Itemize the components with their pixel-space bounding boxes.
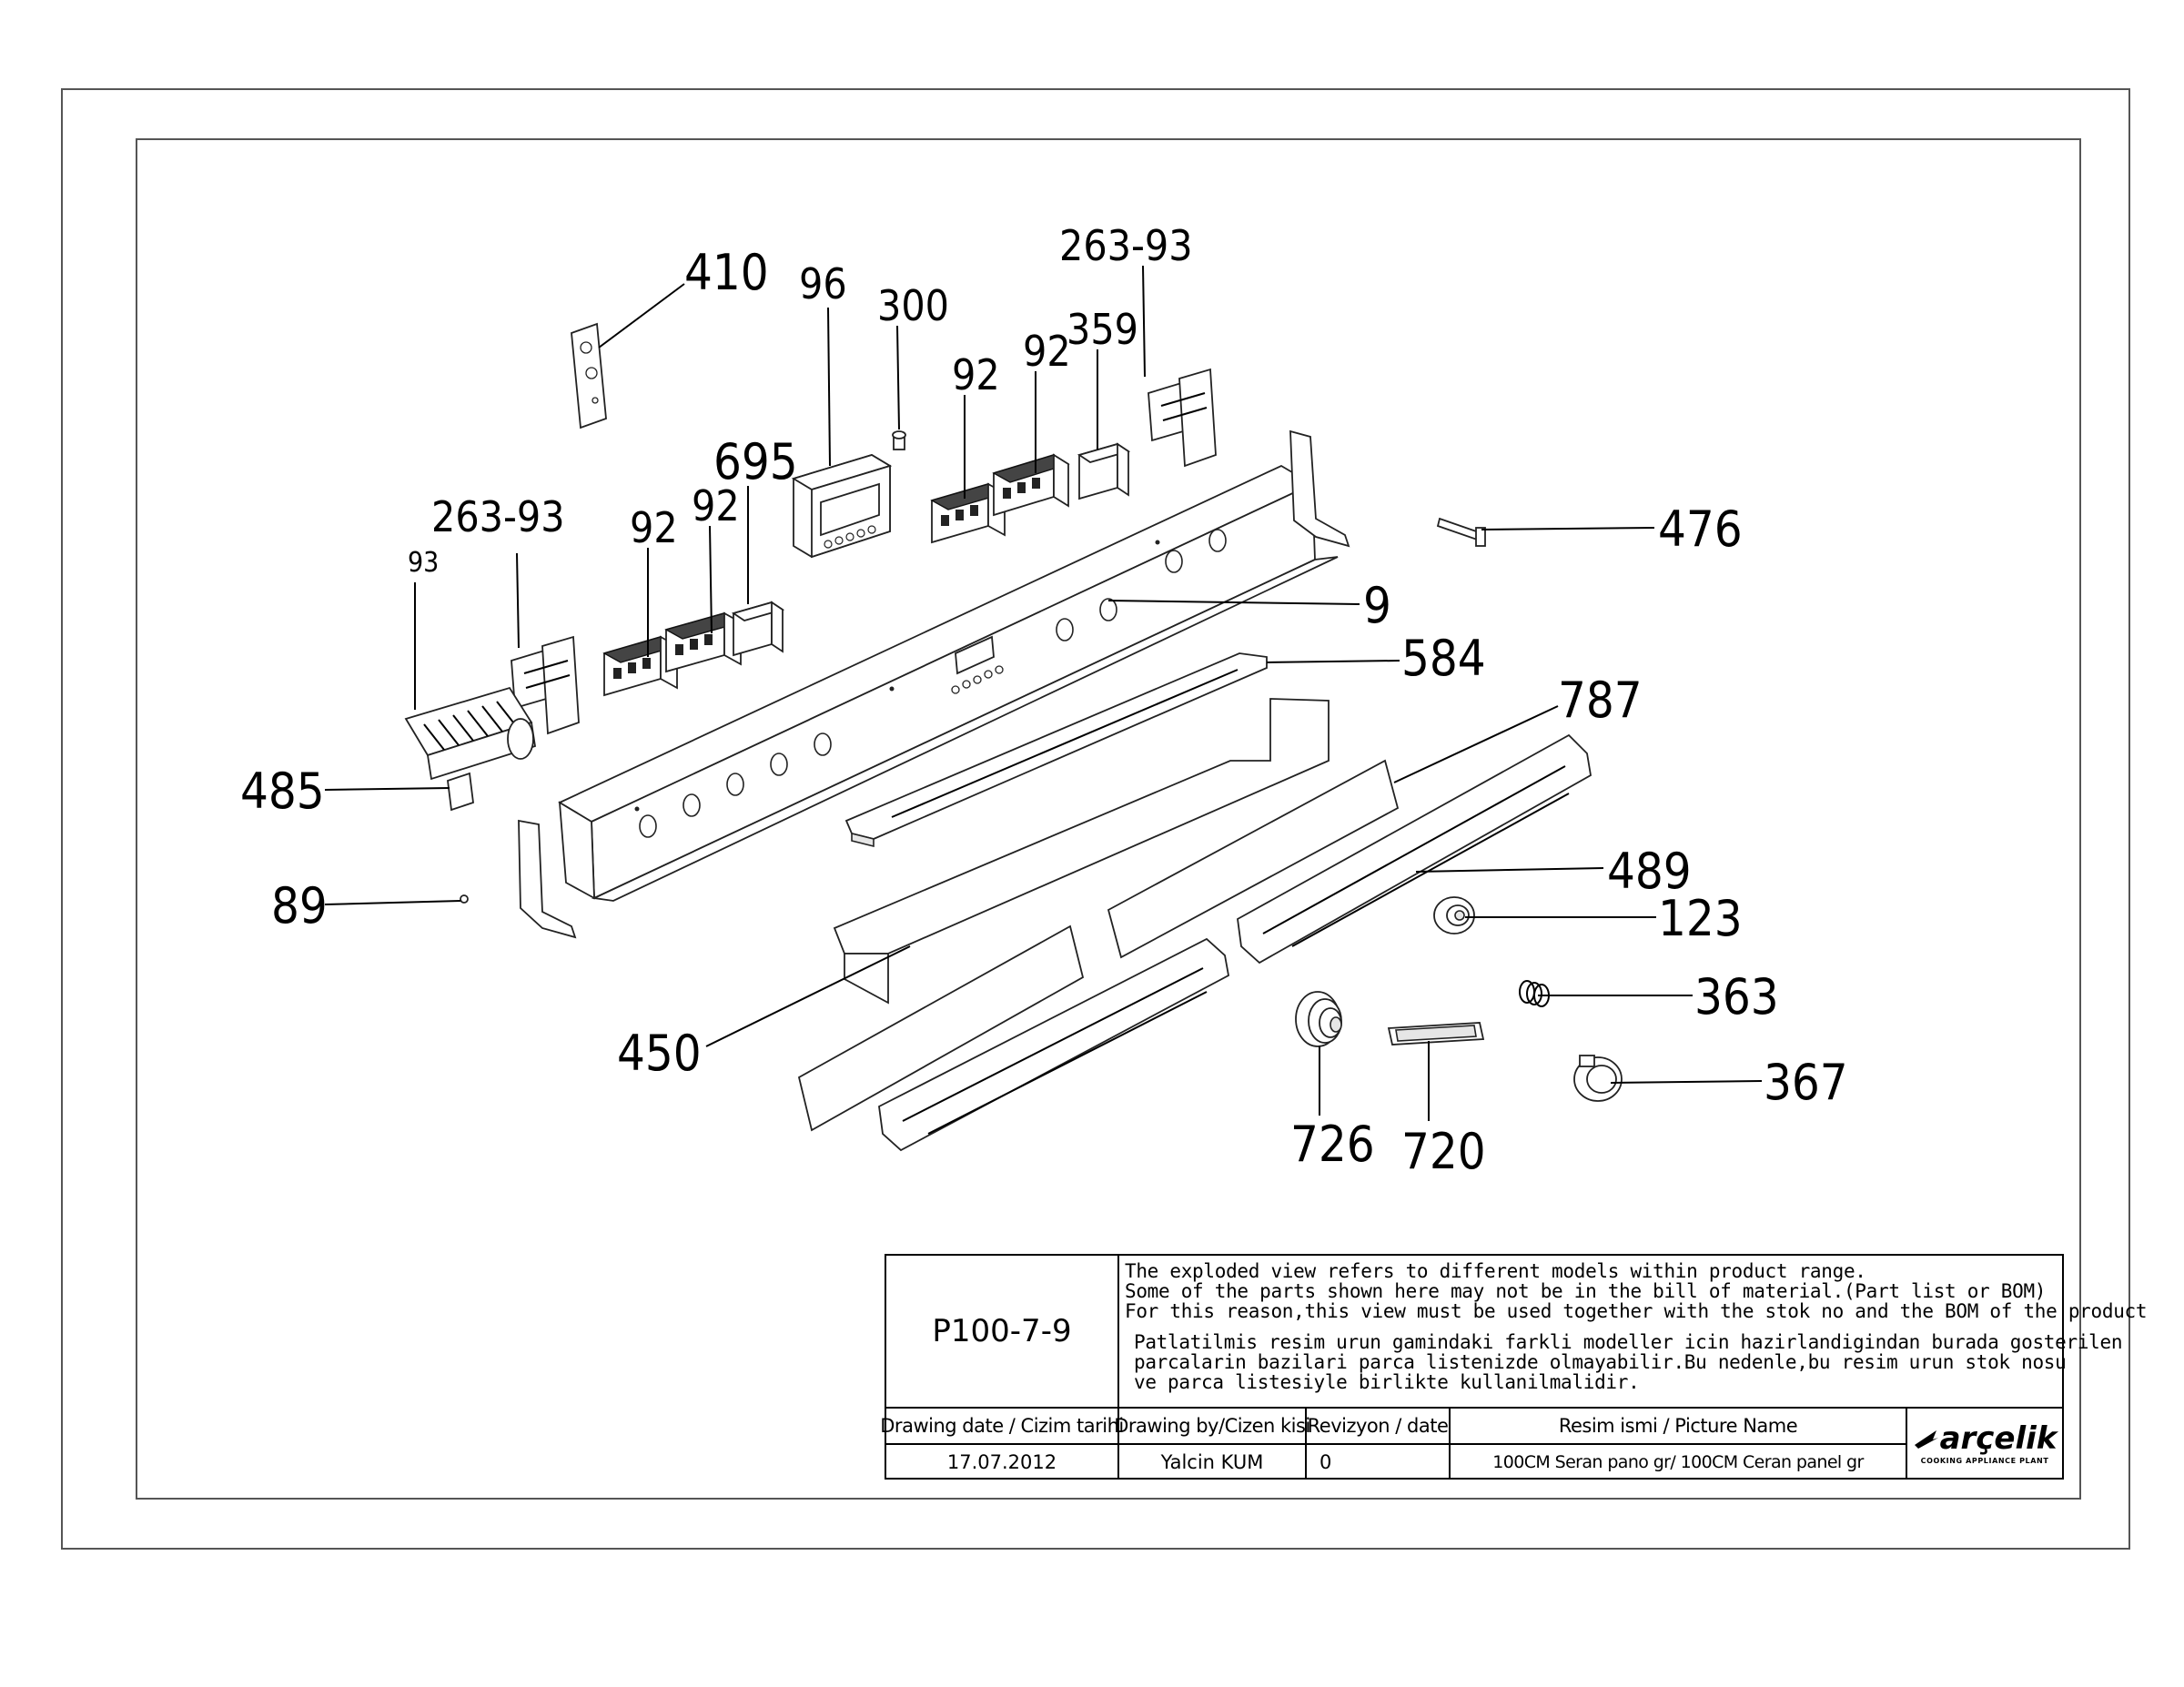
part-263-93-bracket-top [1148, 368, 1217, 468]
callout-787: 787 [1558, 672, 1643, 729]
header-drawing-date-text: Drawing date / Cizim tarihi [880, 1415, 1124, 1437]
callout-92-d: 92 [692, 481, 740, 530]
header-revision: Revizyon / date [1307, 1409, 1451, 1445]
side-bracket-right [1289, 429, 1350, 548]
callout-720: 720 [1401, 1123, 1486, 1180]
part-92-switch-b [992, 453, 1070, 517]
part-485-bracket [447, 772, 474, 812]
part-93-cam-switch [404, 686, 537, 781]
callout-92-c: 92 [630, 503, 678, 552]
part-726-knob-skirt [1295, 991, 1342, 1047]
part-787-glass [1107, 759, 1400, 959]
header-picture-name: Resim ismi / Picture Name [1451, 1409, 1907, 1445]
callout-92-a: 92 [952, 350, 1000, 399]
note-en-line-2: Some of the parts shown here may not be … [1125, 1280, 2047, 1302]
value-drawn-by-text: Yalcin KUM [1160, 1451, 1264, 1473]
value-picture-name: 100CM Seran pano gr/ 100CM Ceran panel g… [1451, 1445, 1907, 1480]
callout-123: 123 [1658, 890, 1743, 947]
callout-labels: 410 96 300 263-93 92 92 359 695 263-93 9… [240, 221, 1848, 1180]
header-picture-name-text: Resim ismi / Picture Name [1558, 1415, 1798, 1437]
leader-lines [324, 265, 1763, 1121]
callout-726: 726 [1290, 1116, 1375, 1173]
header-drawing-date: Drawing date / Cizim tarihi [880, 1409, 1124, 1445]
note-en-line-1: The exploded view refers to different mo… [1125, 1260, 1866, 1282]
arcelik-logo: arçelik COOKING APPLIANCE PLANT [1907, 1409, 2062, 1480]
callout-93: 93 [408, 547, 439, 579]
part-300-stub [892, 430, 906, 450]
part-720-badge [1387, 1022, 1485, 1046]
callout-96: 96 [799, 259, 847, 308]
callout-300: 300 [877, 281, 949, 330]
value-drawing-date: 17.07.2012 [886, 1445, 1119, 1480]
value-drawing-date-text: 17.07.2012 [946, 1451, 1057, 1473]
part-584-trim-strip [844, 652, 1268, 848]
callout-263-93-top: 263-93 [1059, 221, 1193, 270]
header-revision-text: Revizyon / date [1307, 1415, 1449, 1437]
disclaimer-notes: The exploded view refers to different mo… [1119, 1256, 2148, 1409]
note-tr-line-3: ve parca listesiyle birlikte kullanilmal… [1134, 1371, 1640, 1393]
callout-485: 485 [240, 763, 325, 820]
inner-frame [136, 138, 2081, 1500]
part-367-knob [1573, 1055, 1623, 1102]
part-450-glass [797, 698, 1330, 1132]
side-bracket-left [518, 819, 577, 939]
note-tr-line-1: Patlatilmis resim urun gamindaki farkli … [1134, 1331, 2123, 1353]
outer-frame [61, 88, 2130, 1550]
header-drawn-by: Drawing by/Cizen kisi [1114, 1409, 1310, 1445]
callout-359: 359 [1067, 305, 1138, 354]
callout-363: 363 [1694, 968, 1779, 1025]
drawing-code: P100-7-9 [886, 1256, 1119, 1409]
part-489-profile-lower [878, 937, 1230, 1152]
value-revision-text: 0 [1320, 1451, 1332, 1473]
part-92-switch-a [930, 482, 1006, 544]
logo-subline: COOKING APPLIANCE PLANT [1920, 1457, 2049, 1465]
callout-9: 9 [1363, 577, 1391, 634]
part-476-bolt [1436, 517, 1486, 547]
callout-695: 695 [713, 433, 798, 490]
part-92-switch-c [602, 635, 679, 697]
header-drawn-by-text: Drawing by/Cizen kisi [1114, 1415, 1310, 1437]
callout-92-b: 92 [1023, 327, 1071, 376]
callout-410: 410 [684, 244, 769, 301]
part-96-timer [791, 454, 893, 559]
part-695-box [731, 601, 785, 657]
drawing-code-text: P100-7-9 [932, 1313, 1072, 1349]
callout-89: 89 [271, 877, 328, 934]
logo-mark-icon [1914, 1430, 1938, 1449]
part-263-93-bracket-left [511, 635, 580, 735]
value-revision: 0 [1307, 1445, 1451, 1480]
note-en-line-3: For this reason,this view must be used t… [1125, 1300, 2148, 1322]
part-9-control-panel [558, 464, 1339, 902]
callout-584: 584 [1401, 630, 1486, 687]
logo-wordmark-row: arçelik [1913, 1420, 2058, 1457]
logo-wordmark: arçelik [1939, 1420, 2058, 1457]
part-489-profile-upper [1237, 733, 1592, 965]
part-359-box [1077, 442, 1131, 500]
part-123-ring [1433, 896, 1475, 934]
part-89-screw [460, 894, 469, 904]
part-410-plate [571, 322, 607, 429]
callout-263-93-left: 263-93 [431, 492, 565, 541]
part-363-spring [1519, 980, 1550, 1007]
part-92-switch-d [664, 611, 743, 673]
callout-489: 489 [1607, 843, 1692, 900]
note-tr-line-2: parcalarin bazilari parca listenizde olm… [1134, 1351, 2067, 1373]
title-block: P100-7-9 The exploded view refers to dif… [880, 1254, 2148, 1480]
callout-367: 367 [1764, 1054, 1848, 1111]
callout-476: 476 [1658, 500, 1743, 558]
value-drawn-by: Yalcin KUM [1119, 1445, 1307, 1480]
callout-450: 450 [617, 1025, 702, 1082]
value-picture-name-text: 100CM Seran pano gr/ 100CM Ceran panel g… [1492, 1452, 1864, 1472]
